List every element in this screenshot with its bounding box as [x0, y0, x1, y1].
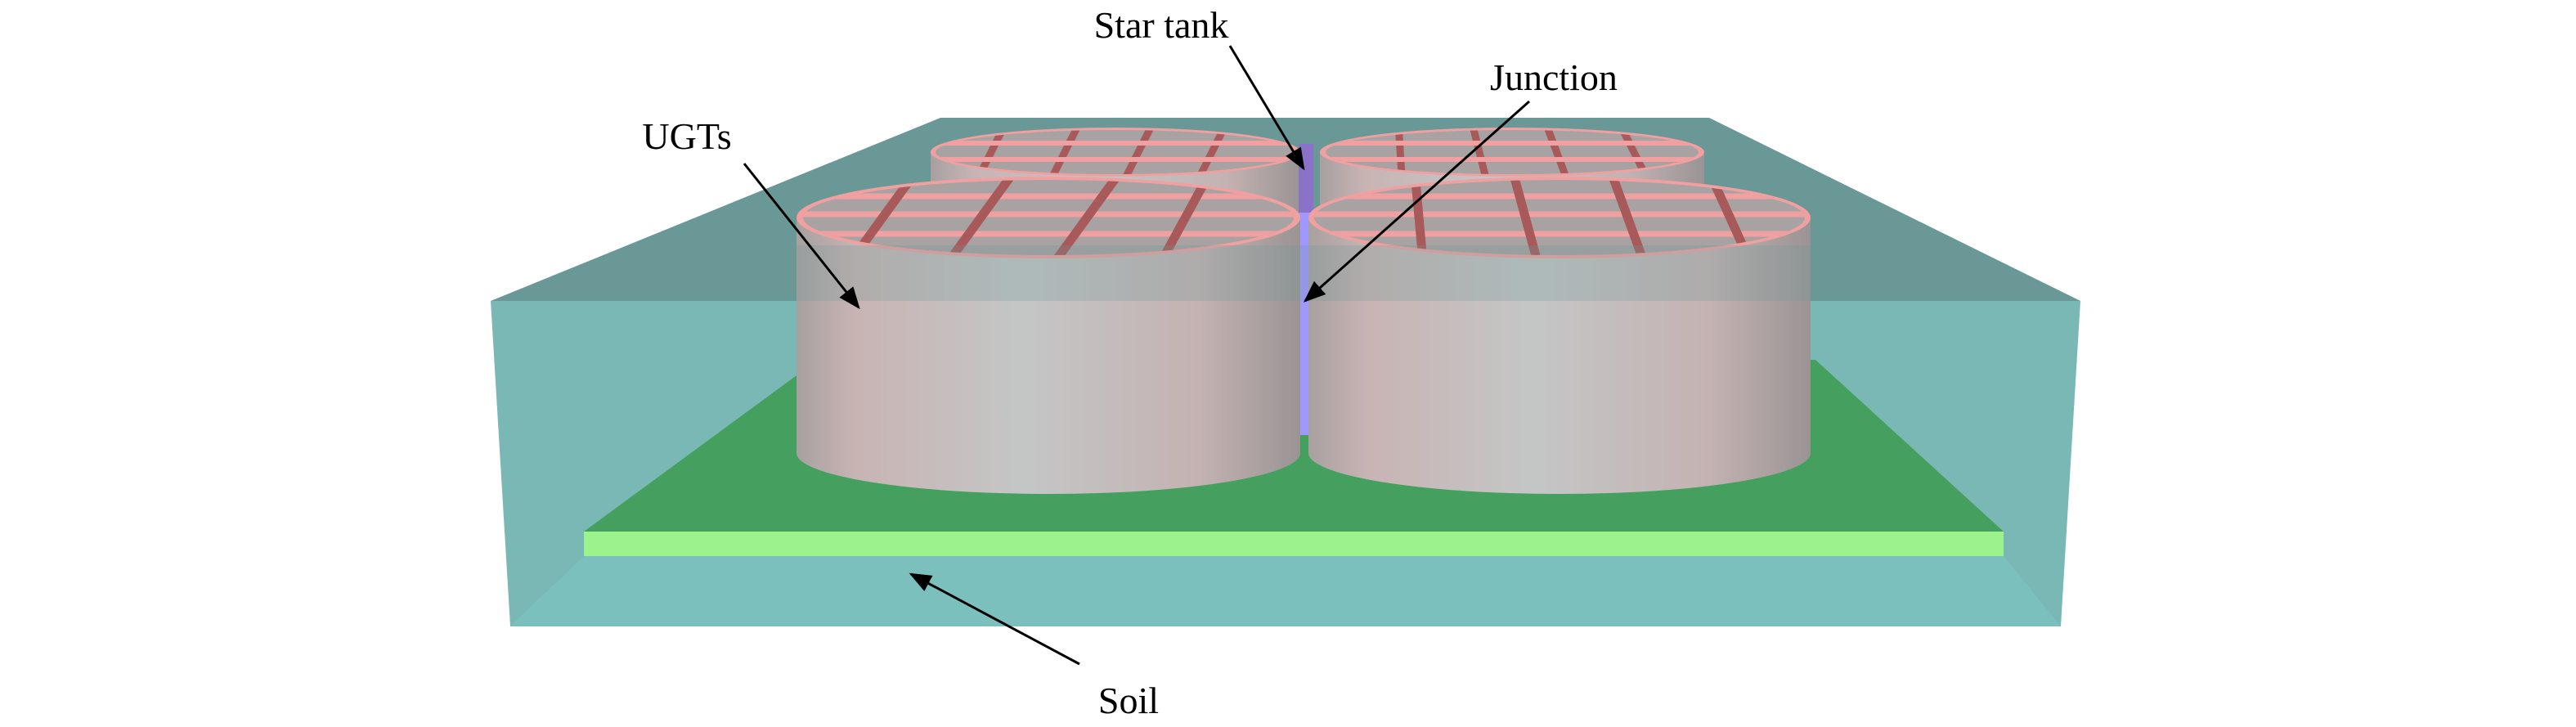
label-ugts: UGTs — [642, 115, 731, 157]
soil-arrow — [909, 572, 1080, 666]
tank-front-right — [1308, 177, 1811, 494]
label-soil: Soil — [1098, 680, 1159, 721]
star-tank-arrow — [1228, 45, 1305, 171]
tank-front-left — [797, 177, 1300, 494]
label-junction: Junction — [1490, 56, 1618, 98]
ugts-arrow — [743, 163, 860, 310]
junction-arrow — [1303, 100, 1530, 303]
base-plate-edge — [584, 532, 2004, 556]
soil-box-bottom-shade — [510, 556, 2061, 626]
label-star-tank: Star tank — [1094, 4, 1229, 46]
star-tank — [1299, 144, 1313, 218]
soil-overlay — [797, 245, 1811, 301]
